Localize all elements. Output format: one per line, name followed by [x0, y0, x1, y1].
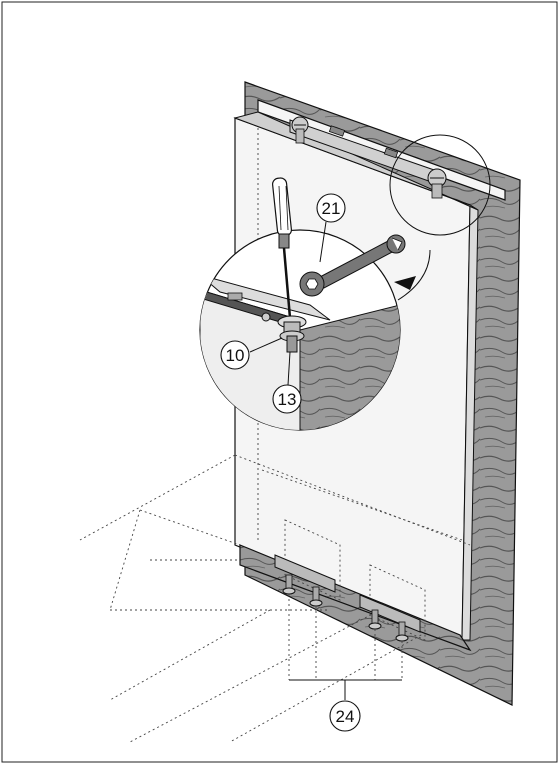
callout-24-label: 24: [336, 707, 355, 726]
top-rail: [289, 119, 441, 186]
callout-24-bracket: [288, 594, 403, 700]
wrench-icon: [299, 234, 406, 297]
screw-icon: [291, 116, 309, 144]
bolt-icon: [277, 315, 307, 353]
detail-circle-top: [389, 134, 491, 236]
callout-13-label: 13: [278, 390, 297, 409]
callout-13: 13: [272, 384, 302, 414]
screw-icon: [395, 621, 409, 642]
callout-10-label: 10: [226, 346, 245, 365]
arrow-icon: [394, 276, 416, 290]
screw-icon: [282, 574, 296, 595]
connector-curve: [397, 249, 431, 301]
screwdriver-icon: [272, 177, 292, 319]
callout-21: 21: [316, 193, 346, 223]
callout-24: 24: [329, 700, 361, 732]
callout-21-label: 21: [322, 199, 341, 218]
hinge-bracket-left: [274, 519, 341, 601]
callout-10: 10: [220, 340, 250, 370]
